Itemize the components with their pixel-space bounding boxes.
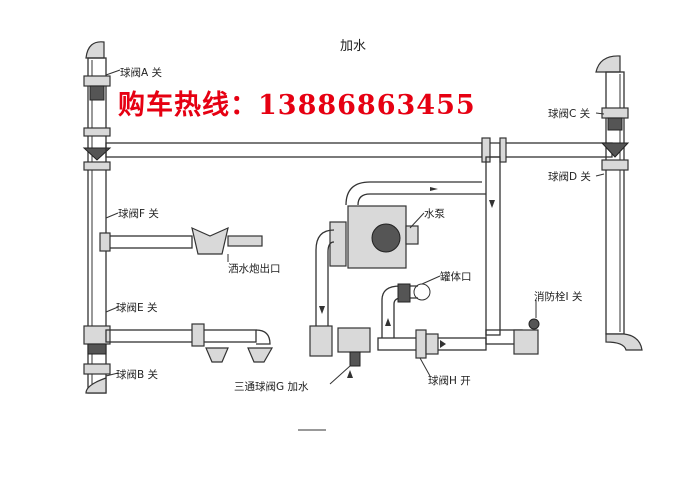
left-main-pipe xyxy=(82,41,112,394)
top-horizontal-pipe xyxy=(105,137,613,336)
label-valve-f: 球阀F 关 xyxy=(118,207,159,220)
diagram-title: 加水 xyxy=(340,39,366,54)
cannon-branch xyxy=(99,226,263,255)
label-valve-a: 球阀A 关 xyxy=(120,66,163,79)
label-tank-port: 罐体口 xyxy=(440,270,472,283)
label-valve-b: 球阀B 关 xyxy=(116,368,159,381)
flow-arrows xyxy=(319,187,495,378)
label-valve-e: 球阀E 关 xyxy=(116,301,158,314)
label-pump: 水泵 xyxy=(424,208,445,220)
label-valve-d: 球阀D 关 xyxy=(548,170,591,183)
label-valve-g: 三通球阀G 加水 xyxy=(234,380,309,393)
label-cannon-port: 洒水炮出口 xyxy=(228,262,281,275)
label-valve-c: 球阀C 关 xyxy=(548,107,591,120)
promo-hotline: 购车热线：13886863455 xyxy=(118,89,476,121)
right-main-pipe xyxy=(595,55,643,351)
label-hydrant: 消防栓I 关 xyxy=(534,290,583,303)
label-valve-h: 球阀H 开 xyxy=(428,374,471,387)
pump-assembly xyxy=(309,181,540,367)
leader-lines xyxy=(105,69,605,385)
nozzle-branch xyxy=(105,323,274,363)
